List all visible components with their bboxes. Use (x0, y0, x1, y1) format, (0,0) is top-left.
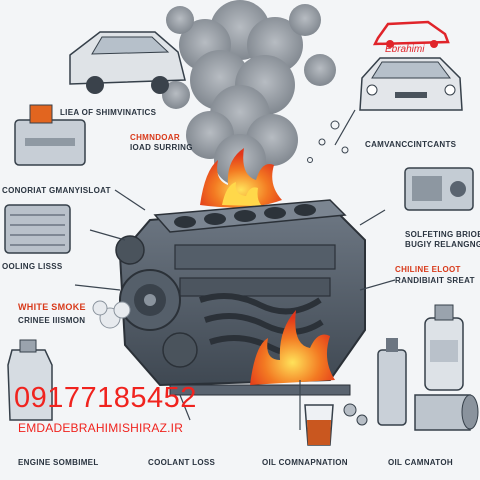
brand-watermark: Ebrahimi (385, 44, 425, 55)
label-white-smoke-sub: CRINEE IIISMON (18, 316, 86, 325)
phone-watermark: 09177185452 (14, 382, 197, 414)
droplets-decoration (307, 120, 349, 163)
coolant-tank-illustration (14, 104, 86, 166)
label-left-middle: CONORIAT GMANYISLOAT (2, 186, 111, 195)
pointer-lines (74, 109, 396, 430)
label-bottom-3: OIL COMNAPNATION (262, 458, 348, 467)
label-right-top: CAMVANCCINTCANTS (365, 140, 457, 149)
label-left-lower: OOLING LISSS (2, 262, 63, 271)
top-flames (200, 148, 282, 208)
oil-bottle-illustration (424, 304, 464, 391)
label-red-heading-line2: IOAD SURRING (130, 143, 193, 152)
brand-car-logo (372, 20, 450, 48)
label-white-smoke: WHITE SMOKE (18, 302, 86, 312)
car-top-left-illustration (69, 31, 186, 94)
website-watermark: EMDADEBRAHIMISHIRAZ.IR (18, 421, 184, 435)
label-right-red: CHILINE ELOOT (395, 265, 461, 274)
radiator-illustration (4, 204, 71, 254)
label-bottom-4: OIL CAMNATOH (388, 458, 453, 467)
car-top-right-illustration (359, 57, 463, 111)
label-right-red-sub: RANDIBIAIT SREAT (395, 276, 475, 285)
exhaust-pipe-illustration (414, 394, 479, 431)
oil-glass-illustration (304, 403, 368, 446)
label-top-left-heading: LIEA OF SHIMVINATICS (60, 108, 157, 117)
spray-can-illustration (377, 338, 407, 426)
smoke-cloud (162, 0, 336, 186)
label-bottom-1: ENGINE SOMBIMEL (18, 458, 99, 467)
sensor-unit-illustration (404, 167, 474, 211)
coolant-jug-illustration (7, 339, 53, 421)
label-right-middle-line2: BUGIY RELANGNG (405, 240, 480, 249)
lower-flames (250, 310, 335, 385)
label-right-middle-line1: SOLFETING BRIOBS (405, 230, 480, 239)
label-red-heading-line1: CHMNDOAR (130, 133, 180, 142)
white-smoke-puffs (92, 300, 131, 329)
engine-block (115, 199, 366, 396)
label-bottom-2: COOLANT LOSS (148, 458, 216, 467)
